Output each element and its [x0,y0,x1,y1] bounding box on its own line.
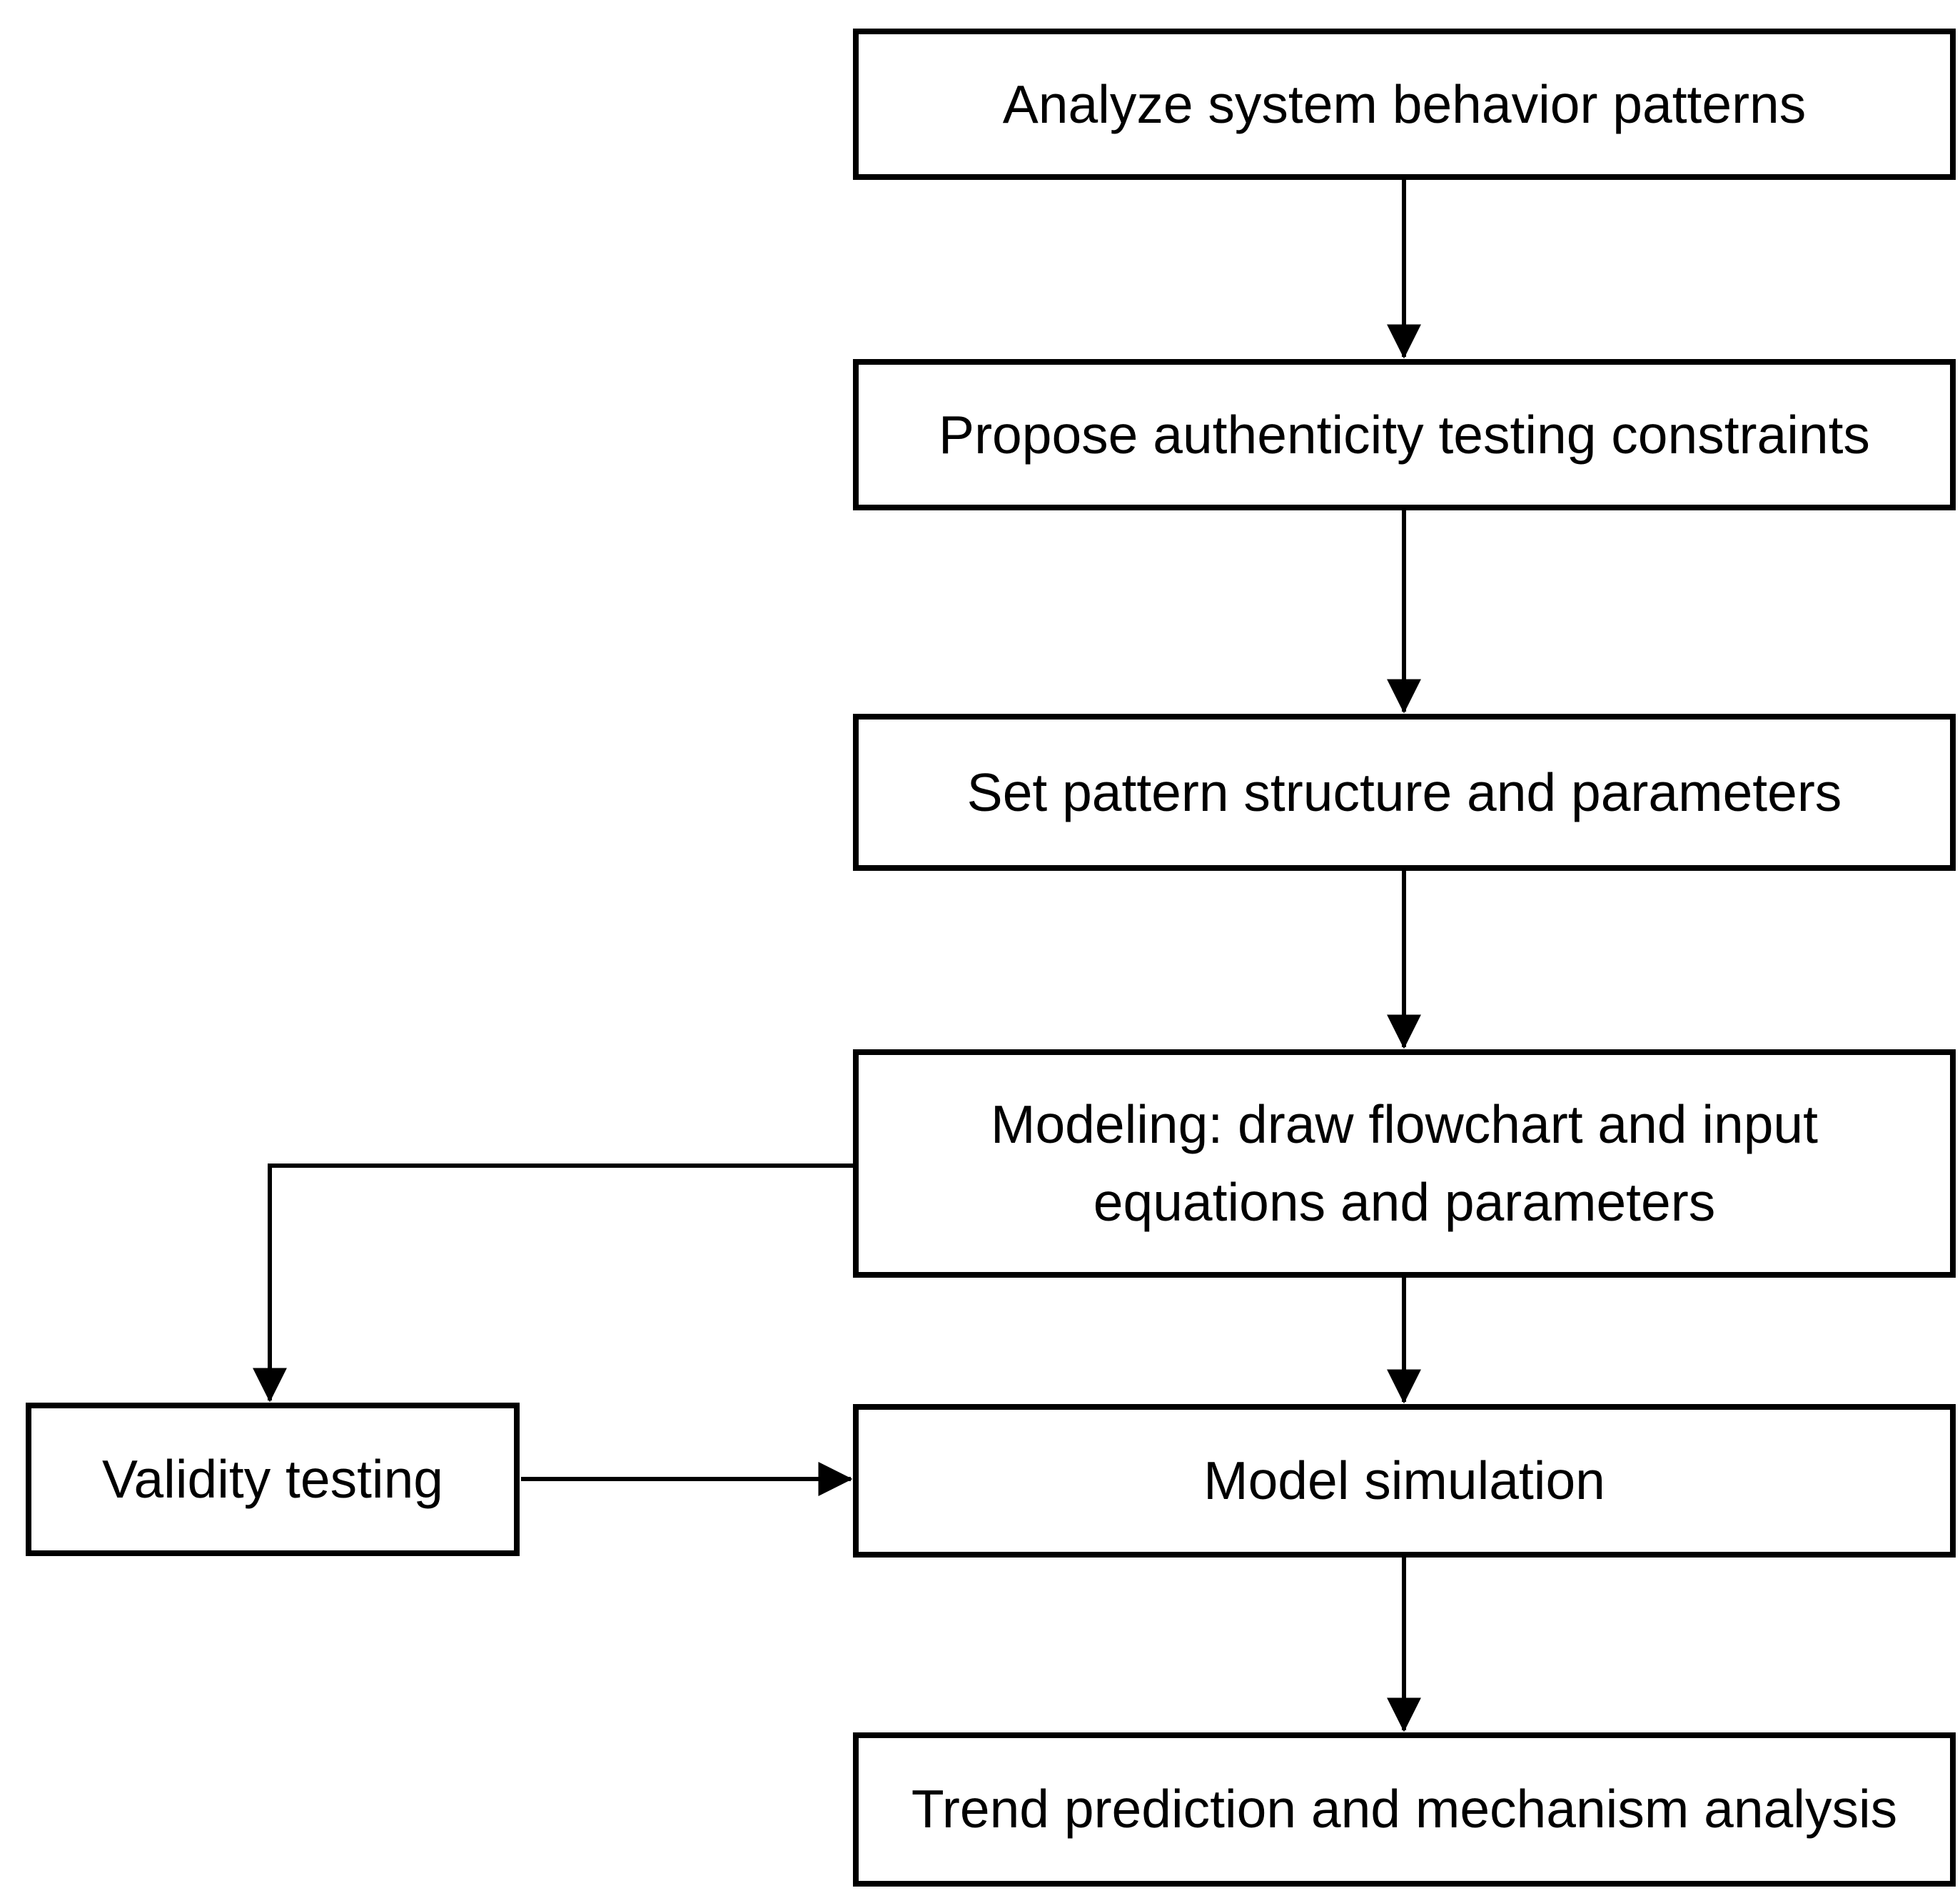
node-analyze: Analyze system behavior patterns [853,29,1956,180]
node-propose-label: Propose authenticity testing constraints [939,404,1870,465]
node-validity-label: Validity testing [101,1449,443,1510]
node-analyze-label: Analyze system behavior patterns [1002,74,1807,134]
node-model-simulation: Model simulation [853,1404,1956,1558]
node-trend-label: Trend prediction and mechanism analysis [911,1779,1898,1839]
node-set-pattern: Set pattern structure and parameters [853,714,1956,871]
node-validity: Validity testing [26,1403,520,1556]
node-propose: Propose authenticity testing constraints [853,359,1956,510]
node-modeling-label: Modeling: draw flowchart and input equat… [991,1094,1818,1232]
node-model-simulation-label: Model simulation [1203,1450,1605,1511]
node-trend: Trend prediction and mechanism analysis [853,1732,1956,1887]
node-set-pattern-label: Set pattern structure and parameters [966,762,1842,822]
arrow-modeling-to-validity [253,1163,853,1403]
node-modeling: Modeling: draw flowchart and input equat… [853,1049,1956,1278]
